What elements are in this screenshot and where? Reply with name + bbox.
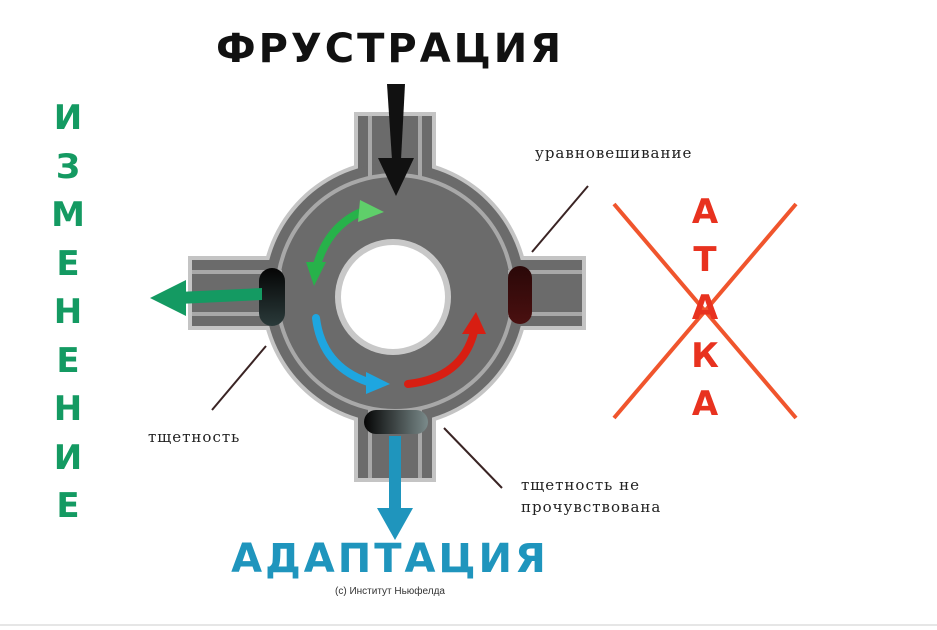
attack-letter: Т	[693, 240, 717, 280]
change-letter: Е	[56, 340, 80, 381]
label-balance: уравновешивание	[535, 144, 693, 162]
title-frustration-text: ФРУСТРАЦИЯ	[215, 26, 565, 72]
label-futility: тщетность	[148, 428, 241, 446]
change-letter: Е	[56, 486, 80, 526]
label-futility-unfelt-line1: тщетность не	[521, 476, 640, 494]
frustration-arrow	[378, 84, 414, 196]
attack-letter: К	[691, 336, 719, 376]
adaptation-arrow	[377, 436, 413, 540]
island-center	[341, 245, 445, 349]
attack-letter: А	[691, 192, 719, 232]
change-vertical-word: И З М Е Н Е Н И Е	[40, 94, 96, 531]
bottom-divider	[0, 624, 937, 626]
label-futility-unfelt-line2: прочувствована	[521, 498, 662, 516]
green-cycle-arrow	[306, 200, 384, 286]
change-letter: М	[51, 195, 85, 235]
attack-letter: А	[691, 288, 719, 328]
change-letter: З	[55, 146, 81, 187]
attack-letter: А	[691, 384, 719, 424]
title-adaptation: АДАПТАЦИЯ	[231, 536, 549, 582]
gate-bottom	[364, 410, 428, 434]
title-frustration: ФРУСТРАЦИЯ	[0, 26, 780, 72]
change-letter: И	[53, 437, 83, 478]
change-letter: Н	[53, 389, 83, 429]
attack-vertical-word: А Т А К А	[680, 188, 730, 428]
change-letter: И	[53, 98, 83, 138]
cross-mark	[612, 202, 798, 420]
change-letter: Е	[56, 243, 80, 284]
copyright-text: (с) Институт Ньюфелда	[335, 586, 445, 597]
change-letter: Н	[53, 292, 83, 332]
blue-cycle-arrow	[312, 314, 390, 394]
label-futility-unfelt: тщетность не прочувствована	[521, 474, 661, 518]
gate-right	[508, 266, 532, 324]
red-cycle-arrow	[404, 312, 486, 388]
change-arrow	[150, 280, 262, 316]
leader-lines	[211, 185, 589, 489]
gate-left	[259, 268, 285, 326]
